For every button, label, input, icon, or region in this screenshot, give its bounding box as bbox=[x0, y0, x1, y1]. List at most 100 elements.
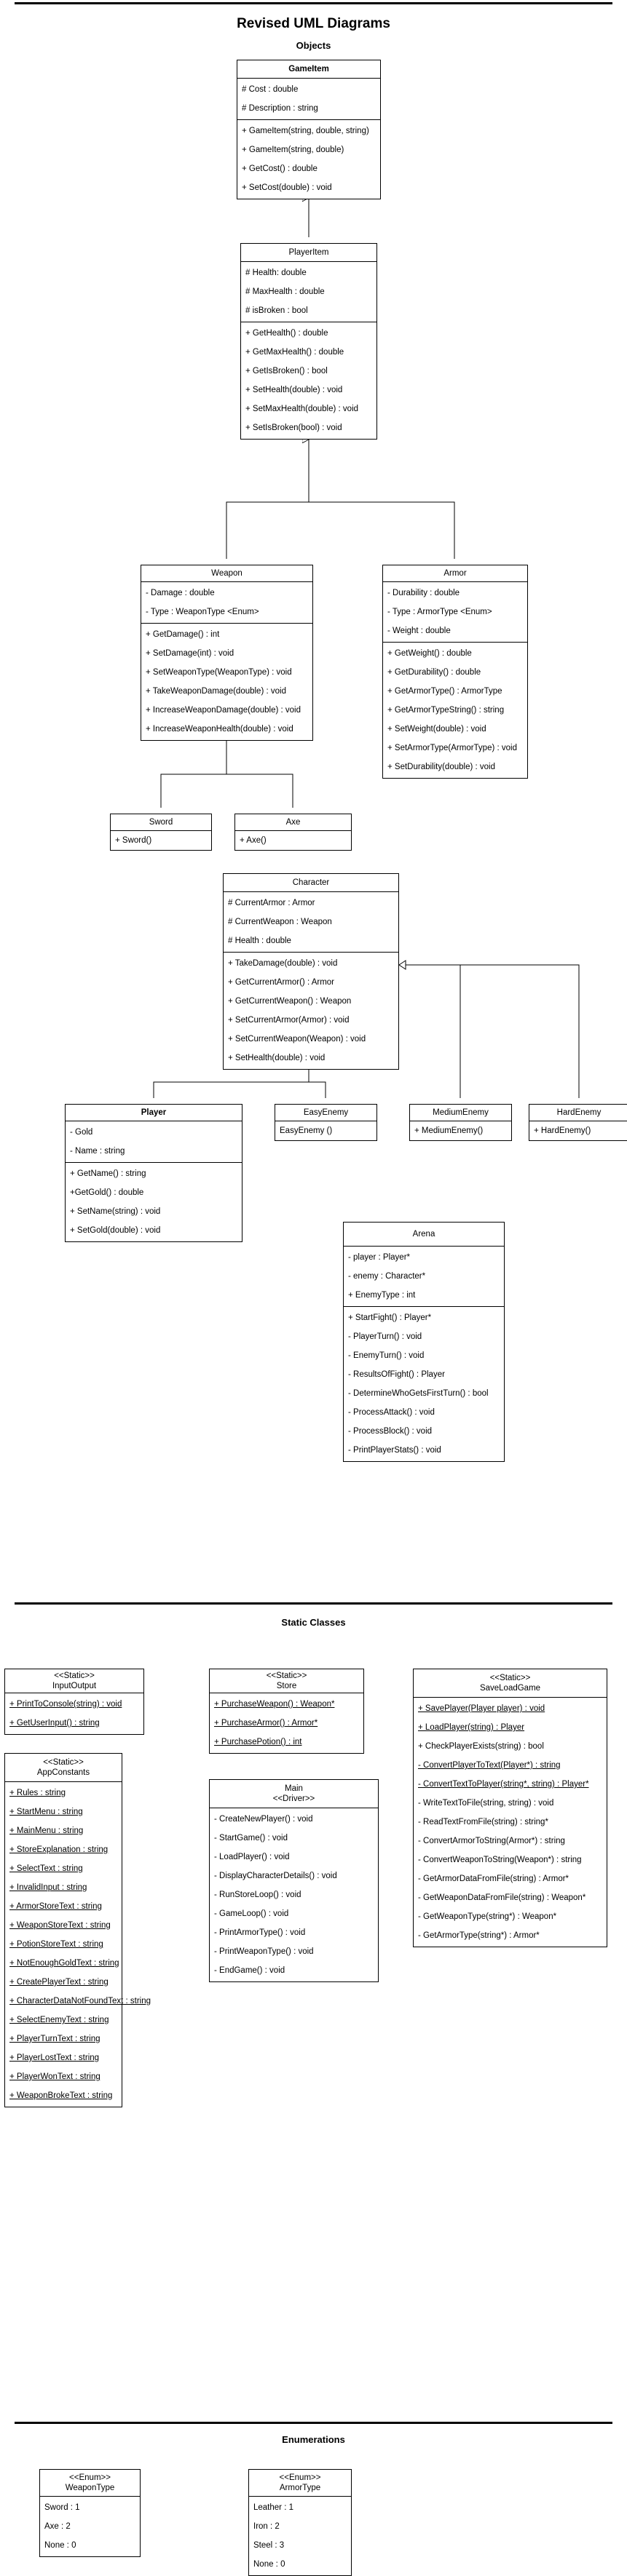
attribute: + EnemyType : int bbox=[348, 1291, 416, 1300]
method: EasyEnemy () bbox=[280, 1126, 333, 1135]
method: + HardEnemy() bbox=[534, 1126, 591, 1135]
constant: + InvalidInput : string bbox=[9, 1883, 87, 1892]
constant: + NotEnoughGoldText : string bbox=[9, 1959, 119, 1968]
attribute: - Weight : double bbox=[387, 627, 451, 635]
enum-value: None : 0 bbox=[44, 2541, 76, 2550]
method: + SetDurability(double) : void bbox=[387, 763, 495, 771]
class-name: Store bbox=[276, 1682, 297, 1690]
method: + Axe() bbox=[240, 836, 267, 845]
class-title: Character bbox=[224, 874, 398, 892]
method: - PrintPlayerStats() : void bbox=[348, 1446, 441, 1455]
attribute: # CurrentWeapon : Weapon bbox=[228, 918, 332, 926]
attribute: # MaxHealth : double bbox=[245, 287, 325, 296]
class-title: Main <<Driver>> bbox=[210, 1780, 378, 1808]
method: - GetWeaponType(string*) : Weapon* bbox=[418, 1912, 557, 1921]
method: - ReadTextFromFile(string) : string* bbox=[418, 1818, 548, 1826]
constant: + MainMenu : string bbox=[9, 1826, 84, 1835]
enum-value: None : 0 bbox=[253, 2560, 285, 2569]
method: + SetHealth(double) : void bbox=[228, 1054, 326, 1062]
method: + PurchaseWeapon() : Weapon* bbox=[214, 1700, 335, 1709]
method: - EnemyTurn() : void bbox=[348, 1351, 425, 1360]
method: - ConvertWeaponToString(Weapon*) : strin… bbox=[418, 1856, 582, 1864]
method: - LoadPlayer() : void bbox=[214, 1853, 290, 1861]
method: - CreateNewPlayer() : void bbox=[214, 1815, 313, 1824]
class-appconstants: <<Static>> AppConstants + Rules : string… bbox=[4, 1753, 151, 2107]
class-title: HardEnemy bbox=[529, 1105, 627, 1121]
class-hardenemy: HardEnemy + HardEnemy() bbox=[529, 1104, 627, 1141]
class-title: MediumEnemy bbox=[410, 1105, 511, 1121]
method: - ConvertTextToPlayer(string*, string) :… bbox=[418, 1780, 589, 1789]
enum-weapontype: <<Enum>> WeaponType Sword : 1 Axe : 2 No… bbox=[39, 2469, 141, 2557]
class-stereotype: <<Static>> bbox=[489, 1674, 531, 1682]
class-stereotype: <<Enum>> bbox=[279, 2473, 321, 2482]
method: + IncreaseWeaponHealth(double) : void bbox=[146, 725, 293, 734]
method: + SetCurrentWeapon(Weapon) : void bbox=[228, 1035, 366, 1043]
constant: + WeaponBrokeText : string bbox=[9, 2091, 113, 2100]
attribute: - Type : WeaponType <Enum> bbox=[146, 608, 259, 616]
attribute: # CurrentArmor : Armor bbox=[228, 899, 315, 907]
method: - GetArmorDataFromFile(string) : Armor* bbox=[418, 1875, 569, 1883]
class-name: InputOutput bbox=[52, 1682, 97, 1690]
method: + PurchaseArmor() : Armor* bbox=[214, 1719, 318, 1728]
attribute: - Name : string bbox=[70, 1147, 125, 1156]
method: + GetCurrentArmor() : Armor bbox=[228, 978, 335, 987]
constant: + PotionStoreText : string bbox=[9, 1940, 103, 1949]
class-name: AppConstants bbox=[36, 1768, 90, 1777]
class-stereotype: <<Static>> bbox=[54, 1671, 95, 1680]
constant: + SelectText : string bbox=[9, 1864, 83, 1873]
class-title: <<Static>> AppConstants bbox=[5, 1754, 122, 1782]
method: - WriteTextToFile(string, string) : void bbox=[418, 1799, 554, 1808]
class-title: <<Enum>> WeaponType bbox=[40, 2470, 140, 2497]
method: - ConvertArmorToString(Armor*) : string bbox=[418, 1837, 565, 1845]
enum-value: Sword : 1 bbox=[44, 2503, 80, 2512]
constant: + Rules : string bbox=[9, 1789, 66, 1797]
static-classes-heading: Static Classes bbox=[281, 1617, 346, 1628]
constant: + CreatePlayerText : string bbox=[9, 1978, 109, 1987]
class-title: PlayerItem bbox=[241, 244, 376, 262]
method: + GameItem(string, double, string) bbox=[242, 127, 369, 135]
enum-value: Leather : 1 bbox=[253, 2503, 293, 2512]
method: + GameItem(string, double) bbox=[242, 146, 344, 154]
method: + TakeDamage(double) : void bbox=[228, 959, 338, 968]
class-name: Main bbox=[285, 1784, 303, 1793]
method: - ConvertPlayerToText(Player*) : string bbox=[418, 1761, 561, 1770]
class-name: ArmorType bbox=[279, 2484, 321, 2492]
class-easyenemy: EasyEnemy EasyEnemy () bbox=[275, 1104, 377, 1141]
method: - GetWeaponDataFromFile(string) : Weapon… bbox=[418, 1893, 586, 1902]
class-title: Sword bbox=[111, 814, 211, 831]
method: - ProcessBlock() : void bbox=[348, 1427, 433, 1436]
attribute: # Health : double bbox=[228, 937, 291, 945]
static-rule bbox=[15, 1602, 612, 1605]
constant: + PlayerTurnText : string bbox=[9, 2035, 100, 2043]
enumerations-heading: Enumerations bbox=[282, 2434, 345, 2445]
method: + GetHealth() : double bbox=[245, 329, 328, 338]
method: + PrintToConsole(string) : void bbox=[9, 1700, 122, 1709]
attribute: - Durability : double bbox=[387, 589, 460, 597]
method: + PurchasePotion() : int bbox=[214, 1738, 302, 1746]
method: + SetIsBroken(bool) : void bbox=[245, 424, 342, 432]
method: + IncreaseWeaponDamage(double) : void bbox=[146, 706, 301, 715]
class-inputoutput: <<Static>> InputOutput + PrintToConsole(… bbox=[4, 1669, 144, 1735]
class-stereotype: <<Enum>> bbox=[69, 2473, 111, 2482]
class-stereotype: <<Static>> bbox=[266, 1671, 307, 1680]
method: + SetWeaponType(WeaponType) : void bbox=[146, 668, 292, 677]
class-title: <<Enum>> ArmorType bbox=[249, 2470, 351, 2497]
class-title: Player bbox=[66, 1105, 242, 1121]
class-main: Main <<Driver>> - CreateNewPlayer() : vo… bbox=[209, 1779, 379, 1982]
class-sword: Sword + Sword() bbox=[110, 814, 212, 851]
constant: + ArmorStoreText : string bbox=[9, 1902, 102, 1911]
constant: + PlayerLostText : string bbox=[9, 2054, 100, 2062]
method: + GetName() : string bbox=[70, 1169, 146, 1178]
method: +GetGold() : double bbox=[70, 1188, 144, 1197]
method: + GetWeight() : double bbox=[387, 649, 472, 658]
method: + GetArmorType() : ArmorType bbox=[387, 687, 502, 696]
method: + TakeWeaponDamage(double) : void bbox=[146, 687, 286, 696]
method: - DisplayCharacterDetails() : void bbox=[214, 1872, 337, 1880]
constant: + StartMenu : string bbox=[9, 1808, 83, 1816]
method: - ResultsOfFight() : Player bbox=[348, 1370, 445, 1379]
method: + GetArmorTypeString() : string bbox=[387, 706, 505, 715]
method: - GetArmorType(string*) : Armor* bbox=[418, 1931, 540, 1940]
method: + LoadPlayer(string) : Player bbox=[418, 1723, 525, 1732]
method: + SavePlayer(Player player) : void bbox=[418, 1704, 545, 1713]
class-stereotype: <<Static>> bbox=[43, 1758, 84, 1767]
